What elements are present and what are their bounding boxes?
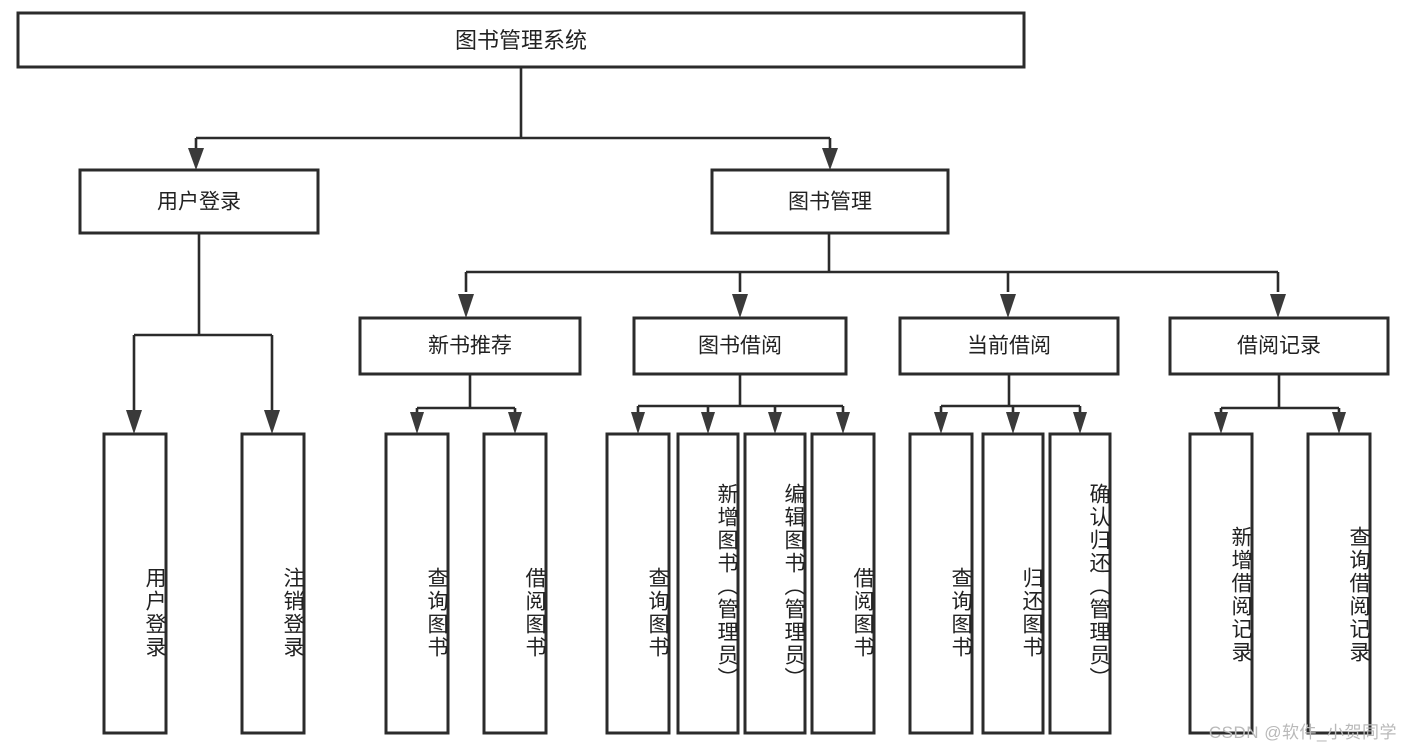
node-box-root[interactable] <box>16 11 1026 69</box>
node-box-leaf-query-borrow-record[interactable] <box>1306 432 1372 735</box>
node-box-book-manage[interactable] <box>710 168 950 235</box>
node-box-user-login[interactable] <box>78 168 320 235</box>
node-box-current-borrow[interactable] <box>898 316 1120 376</box>
node-label-book-manage: 图书管理 <box>788 191 872 214</box>
node-box-leaf-user-login[interactable] <box>102 432 168 735</box>
arrow-head-leaf-add-book-admin <box>701 412 715 434</box>
arrow-head-leaf-confirm-return-admin <box>1073 412 1087 434</box>
node-box-leaf-confirm-return-admin[interactable] <box>1048 432 1112 735</box>
node-label-user-login: 用户登录 <box>157 191 241 214</box>
node-layer: 图书管理系统 用户登录 图书管理 新书推荐 图书借阅 当前借阅 借阅记录 <box>16 11 1390 735</box>
arrow-head-leaf-query-book-rec <box>410 412 424 434</box>
arrow-head-leaf-return-book <box>1006 412 1020 434</box>
watermark-text: CSDN @软件_小贺同学 <box>1208 723 1397 742</box>
arrow-head-new-book-recommend <box>458 294 474 318</box>
node-box-leaf-query-book-current[interactable] <box>908 432 974 735</box>
arrow-head-leaf-query-book-current <box>934 412 948 434</box>
node-label-current-borrow: 当前借阅 <box>967 335 1051 358</box>
node-box-leaf-add-borrow-record[interactable] <box>1188 432 1254 735</box>
node-box-borrow-record[interactable] <box>1168 316 1390 376</box>
node-label-book-borrow: 图书借阅 <box>698 335 782 358</box>
node-label-borrow-record: 借阅记录 <box>1237 335 1321 358</box>
arrow-head-leaf-user-login <box>126 410 142 434</box>
arrow-head-leaf-borrow-book <box>836 412 850 434</box>
arrow-head-leaf-borrow-book-rec <box>508 412 522 434</box>
arrow-head-user-login <box>188 148 204 170</box>
arrow-head-leaf-edit-book-admin <box>768 412 782 434</box>
node-box-leaf-return-book[interactable] <box>981 432 1045 735</box>
arrow-head-book-manage <box>822 148 838 170</box>
arrow-head-leaf-query-book-borrow <box>631 412 645 434</box>
node-box-book-borrow[interactable] <box>632 316 848 376</box>
arrow-head-borrow-record <box>1270 294 1286 318</box>
node-label-new-book-recommend: 新书推荐 <box>428 335 512 358</box>
arrow-head-book-borrow <box>732 294 748 318</box>
node-box-leaf-borrow-book[interactable] <box>810 432 876 735</box>
node-box-leaf-query-book-rec[interactable] <box>384 432 450 735</box>
arrow-head-current-borrow <box>1000 294 1016 318</box>
arrow-head-leaf-user-logout <box>264 410 280 434</box>
node-box-leaf-add-book-admin[interactable] <box>676 432 740 735</box>
node-box-new-book-recommend[interactable] <box>358 316 582 376</box>
node-box-leaf-query-book-borrow[interactable] <box>605 432 671 735</box>
node-label-root: 图书管理系统 <box>455 28 587 53</box>
node-box-leaf-user-logout[interactable] <box>240 432 306 735</box>
arrow-head-leaf-add-borrow-record <box>1214 412 1228 434</box>
node-box-leaf-edit-book-admin[interactable] <box>743 432 807 735</box>
node-box-leaf-borrow-book-rec[interactable] <box>482 432 548 735</box>
connector-layer <box>126 67 1346 434</box>
arrow-head-leaf-query-borrow-record <box>1332 412 1346 434</box>
